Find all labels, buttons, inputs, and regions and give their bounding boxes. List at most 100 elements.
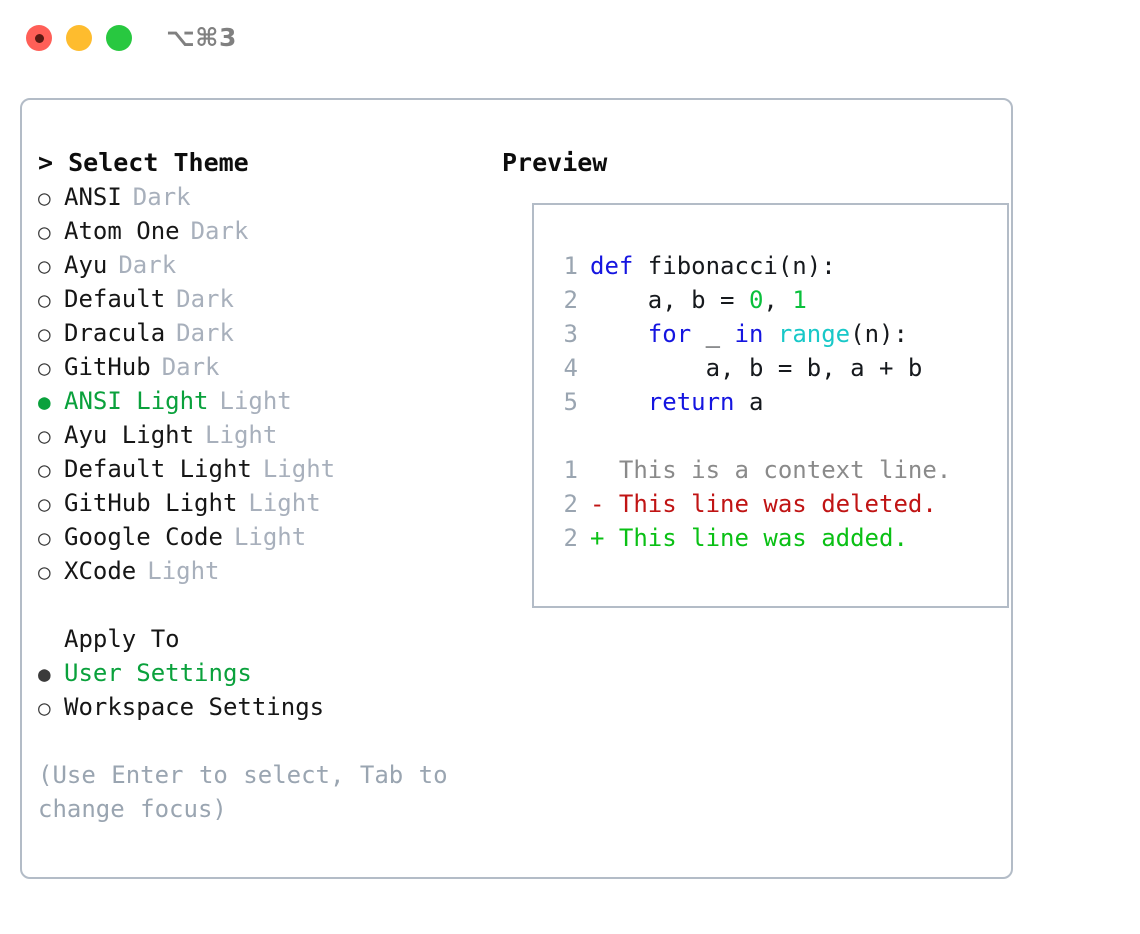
line-number: 1 [563, 456, 578, 484]
code-token: a, b = b, a + b [590, 354, 923, 382]
radio-unselected-icon: ○ [38, 220, 51, 244]
line-number: 2 [563, 524, 578, 552]
diff-text: This line was deleted. [618, 490, 937, 518]
title-bar: ⌥⌘3 [0, 0, 1140, 78]
theme-category-label: Light [248, 489, 321, 517]
theme-name-label: Ayu [64, 251, 108, 279]
theme-option-github-light[interactable]: ○ GitHub Light Light [38, 486, 488, 520]
apply-to-option-workspace-settings[interactable]: ○ Workspace Settings [38, 690, 488, 724]
window-controls [26, 25, 132, 51]
code-token: fibonacci(n): [647, 252, 836, 280]
theme-option-ayu-light[interactable]: ○ Ayu Light Light [38, 418, 488, 452]
apply-to-options: ●User Settings ○ Workspace Settings [38, 656, 488, 724]
close-window-button[interactable] [26, 25, 52, 51]
theme-option-google-code[interactable]: ○ Google Code Light [38, 520, 488, 554]
line-number: 3 [563, 320, 578, 348]
diff-line: 2 + This line was added. [552, 521, 951, 555]
theme-name-label: Google Code [64, 523, 223, 551]
theme-name-label: Default Light [64, 455, 252, 483]
code-token [590, 320, 648, 348]
code-token: def [590, 252, 648, 280]
diff-text: This line was added. [618, 524, 908, 552]
radio-unselected-icon: ○ [38, 696, 51, 720]
keyboard-hint-text: (Use Enter to select, Tab to change focu… [38, 761, 464, 823]
theme-category-label: Dark [118, 251, 177, 279]
theme-category-label: Dark [132, 183, 191, 211]
line-number: 1 [563, 252, 578, 280]
apply-to-label: Workspace Settings [64, 693, 325, 721]
diff-line: 2- This line was deleted. [552, 487, 951, 521]
preview-heading: Preview [502, 148, 608, 177]
line-number: 2 [563, 490, 578, 518]
radio-unselected-icon: ○ [38, 356, 51, 380]
code-token: for [647, 320, 692, 348]
diff-marker: - [590, 490, 619, 518]
theme-name-label: GitHub Light [64, 489, 238, 517]
code-token: return [647, 388, 735, 416]
radio-unselected-icon: ○ [38, 560, 51, 584]
code-token: (n): [850, 320, 908, 348]
theme-option-atom-one[interactable]: ○ Atom One Dark [38, 214, 488, 248]
radio-unselected-icon: ○ [38, 526, 51, 550]
code-line: 4 a, b = b, a + b [552, 351, 951, 385]
code-token: 0 [748, 286, 764, 314]
theme-category-label: Dark [190, 217, 249, 245]
code-token: a, b = [590, 286, 749, 314]
apply-to-option-user-settings[interactable]: ●User Settings [38, 656, 488, 690]
theme-category-label: Dark [176, 285, 234, 313]
diff-marker: + [590, 524, 619, 552]
code-token: _ [691, 320, 735, 348]
maximize-window-button[interactable] [106, 25, 132, 51]
theme-name-label: XCode [64, 557, 137, 585]
code-line: 1 def fibonacci(n): [552, 249, 951, 283]
theme-name-label: Default [64, 285, 166, 313]
theme-name-label: Dracula [64, 319, 166, 347]
diff-line: 1 This is a context line. [552, 453, 952, 487]
diff-marker [590, 456, 619, 484]
radio-unselected-icon: ○ [38, 458, 51, 482]
code-preview-spacer [552, 419, 951, 453]
theme-name-label: Atom One [64, 217, 180, 245]
radio-unselected-icon: ○ [38, 322, 51, 346]
theme-category-label: Light [205, 421, 278, 449]
radio-unselected-icon: ○ [38, 424, 51, 448]
code-token: , [763, 286, 793, 314]
theme-option-default[interactable]: ○ Default Dark [38, 282, 488, 316]
radio-unselected-icon: ○ [38, 492, 51, 516]
apply-to-heading: Apply To [64, 625, 180, 653]
line-number: 2 [563, 286, 578, 314]
theme-category-label: Light [219, 387, 292, 415]
radio-unselected-icon: ○ [38, 288, 51, 312]
keyboard-shortcut-label: ⌥⌘3 [166, 23, 237, 52]
code-token: range [777, 320, 851, 348]
code-line: 2 a, b = 0, 1 [552, 283, 951, 317]
code-token: 1 [792, 286, 807, 314]
theme-name-label: Ayu Light [64, 421, 195, 449]
radio-selected-icon: ● [38, 390, 51, 414]
diff-text: This is a context line. [618, 456, 952, 484]
line-number: 5 [563, 388, 578, 416]
code-token [590, 388, 648, 416]
select-theme-heading: > Select Theme [38, 148, 249, 177]
radio-unselected-icon: ○ [38, 186, 51, 210]
code-line: 3 for _ in range(n): [552, 317, 951, 351]
code-token: in [734, 320, 764, 348]
line-number: 4 [563, 354, 578, 382]
minimize-window-button[interactable] [66, 25, 92, 51]
theme-category-label: Light [233, 523, 307, 551]
apply-to-label: User Settings [64, 659, 252, 687]
